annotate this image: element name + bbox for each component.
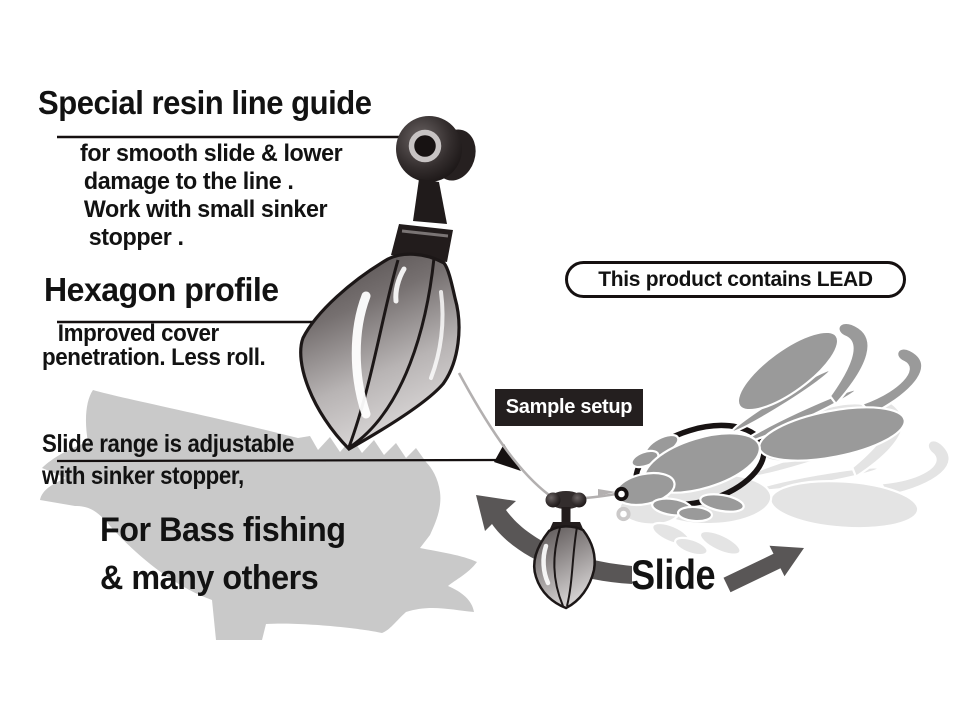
callout-line-guide-body: for smooth slide & lower damage to the l… <box>80 140 343 252</box>
resin-line-guide-hole <box>408 129 442 163</box>
small-facet-right <box>566 526 578 607</box>
callout-line-guide-body-line3: Work with small sinker <box>83 196 328 223</box>
line-end <box>598 489 616 496</box>
callout-line-guide-body-line2: damage to the line . <box>83 168 294 195</box>
line-tie-ring-icon <box>614 486 629 502</box>
sinker-highlight-top <box>393 266 407 304</box>
small-sinker-icon <box>532 491 596 610</box>
callout-hexagon-body-line2: penetration. Less roll. <box>42 344 266 371</box>
callout-slide-range: Slide range is adjustable with sinker st… <box>42 428 294 492</box>
callout-usage: For Bass fishing & many others <box>100 506 346 602</box>
sinker-highlight-right <box>429 290 445 380</box>
sinker-body <box>299 252 461 451</box>
fish-silhouette-icon <box>40 390 477 640</box>
callout-usage-line1: For Bass fishing <box>100 511 346 549</box>
callout-line-guide-heading: Special resin line guide <box>38 84 372 121</box>
small-facet-left <box>553 527 564 607</box>
sample-setup-badge: Sample setup <box>495 389 643 426</box>
callout-hexagon-body: Improved cover penetration. Less roll. <box>42 320 266 371</box>
callout-usage-line2: & many others <box>100 559 319 597</box>
small-stem <box>561 507 571 522</box>
slide-label: Slide <box>631 551 716 598</box>
small-body <box>532 525 596 610</box>
small-highlight <box>541 543 551 586</box>
slide-arrow-right-icon <box>723 545 804 593</box>
sinker-stem <box>413 179 447 224</box>
slide-range-pointer-line <box>56 458 504 463</box>
small-bead-left <box>545 492 561 508</box>
pointer-arrowhead-icon <box>494 444 521 471</box>
callout-hexagon-heading: Hexagon profile <box>44 271 279 308</box>
ghost-line-tie-ring-icon <box>616 506 631 522</box>
sinker-highlight-main <box>351 291 371 419</box>
callout-line-guide-body-line1: for smooth slide & lower <box>80 140 343 167</box>
callout-hexagon-body-line1: Improved cover <box>57 320 219 347</box>
sinker-facet-right <box>349 257 436 449</box>
collar-highlight <box>401 229 449 238</box>
callout-slide-range-line1: Slide range is adjustable <box>42 430 295 458</box>
lead-warning-badge: This product contains LEAD <box>565 261 906 298</box>
small-bead-right <box>571 492 587 508</box>
hexagon-sinker-icon <box>299 116 476 451</box>
callout-line-guide-body-line4: stopper . <box>88 224 184 251</box>
sinker-facet-left <box>347 259 400 448</box>
callout-slide-range-line2: with sinker stopper, <box>42 462 244 490</box>
